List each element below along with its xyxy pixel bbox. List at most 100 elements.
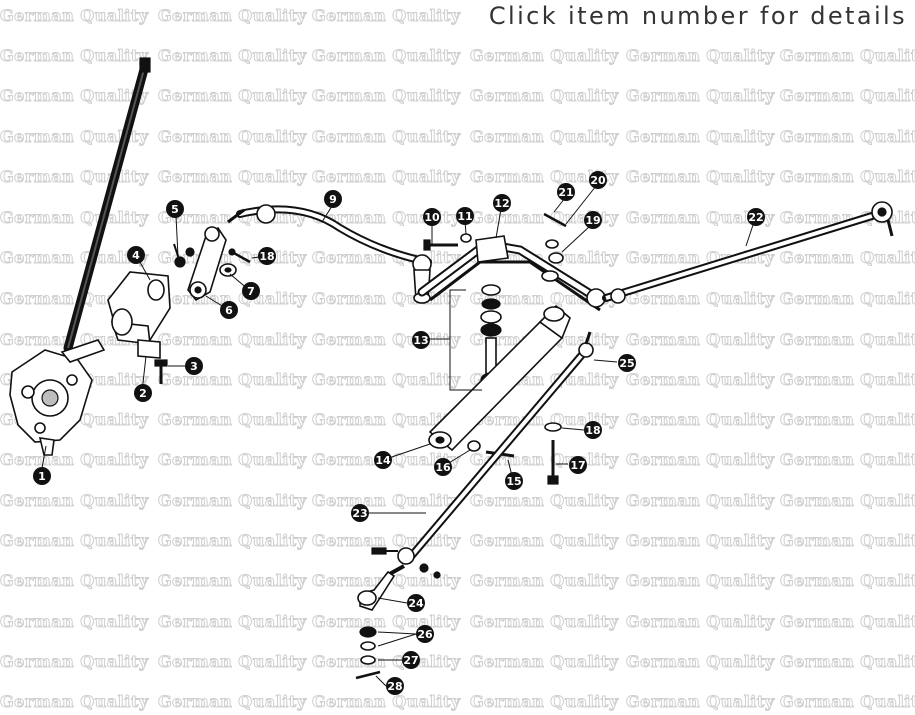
center-link-assembly	[417, 235, 606, 312]
callout-label: 21	[558, 186, 573, 199]
watermark-text: German Quality	[158, 46, 307, 66]
leader-lines	[41, 185, 755, 687]
callout-label: 1	[38, 470, 46, 483]
callout-item-7[interactable]: 7	[242, 282, 260, 300]
watermark-text: German Quality	[158, 330, 307, 350]
callout-label: 25	[619, 357, 634, 370]
callout-item-20[interactable]: 20	[589, 171, 607, 189]
callout-item-21[interactable]: 21	[557, 183, 575, 201]
callout-label: 20	[590, 174, 606, 187]
watermark-text: German Quality	[626, 370, 775, 390]
callout-label: 13	[413, 334, 428, 347]
watermark-text: German Quality	[780, 450, 915, 470]
watermark-text: German Quality	[470, 491, 619, 511]
callout-item-2[interactable]: 2	[134, 384, 152, 402]
callout-item-1[interactable]: 1	[33, 467, 51, 485]
callout-label: 28	[387, 680, 402, 693]
callout-item-18-left[interactable]: 18	[258, 247, 276, 265]
watermark-text: German Quality	[312, 46, 461, 66]
relay-rod	[404, 331, 594, 564]
watermark-text: German Quality	[0, 491, 149, 511]
watermark-text: German Quality	[158, 167, 307, 187]
callout-item-16[interactable]: 16	[434, 458, 452, 476]
callout-item-12[interactable]: 12	[493, 194, 511, 212]
watermark-text: German Quality	[780, 612, 915, 632]
callout-item-6[interactable]: 6	[220, 301, 238, 319]
watermark-text: German Quality	[0, 248, 149, 268]
callout-item-25[interactable]: 25	[618, 354, 636, 372]
callout-item-19[interactable]: 19	[584, 211, 602, 229]
watermark-text: German Quality	[0, 652, 149, 672]
watermark-text: German Quality	[0, 450, 149, 470]
callout-item-10[interactable]: 10	[423, 208, 441, 226]
callout-item-23[interactable]: 23	[351, 504, 369, 522]
watermark-text: German Quality	[626, 289, 775, 309]
watermark-text: German Quality	[470, 571, 619, 591]
callout-label: 22	[748, 211, 763, 224]
bolts-item-5	[173, 243, 195, 268]
lower-ball-joint-assembly	[355, 547, 441, 680]
bolt-near-18-left	[228, 248, 251, 264]
watermark-text: German Quality	[158, 612, 307, 632]
washer-item-16	[467, 440, 481, 452]
watermark-text: German Quality	[158, 531, 307, 551]
watermark-text: German Quality	[780, 248, 915, 268]
watermark-text: German Quality	[158, 410, 307, 430]
watermark-text: German Quality	[0, 127, 149, 147]
callout-label: 19	[585, 214, 600, 227]
callout-item-9[interactable]: 9	[324, 190, 342, 208]
steering-damper	[428, 304, 571, 452]
watermark-text: German Quality	[312, 208, 461, 228]
watermark-text: German Quality	[626, 571, 775, 591]
callout-item-14[interactable]: 14	[374, 451, 392, 469]
watermark-text: German Quality	[780, 370, 915, 390]
callout-item-17[interactable]: 17	[569, 456, 587, 474]
watermark-text: German Quality	[780, 531, 915, 551]
watermark-text: German Quality	[626, 692, 775, 712]
watermark-text: German Quality	[312, 6, 461, 26]
callout-label: 9	[329, 193, 337, 206]
callout-item-13[interactable]: 13	[412, 331, 430, 349]
callout-label: 18	[585, 424, 600, 437]
watermark-text: German Quality	[470, 127, 619, 147]
callout-label: 10	[424, 211, 440, 224]
callout-item-26[interactable]: 26	[416, 625, 434, 643]
watermark-text: German Quality	[0, 86, 149, 106]
watermark-text: German Quality	[0, 46, 149, 66]
watermark-text: German Quality	[470, 531, 619, 551]
callout-item-15[interactable]: 15	[505, 472, 523, 490]
nut-item-7	[219, 263, 237, 277]
callout-label: 26	[417, 628, 433, 641]
bolt-item-17	[544, 422, 562, 485]
callout-item-18-right[interactable]: 18	[584, 421, 602, 439]
callout-item-27[interactable]: 27	[402, 651, 420, 669]
watermark-text: German Quality	[470, 208, 619, 228]
callout-label: 6	[225, 304, 233, 317]
bolt-item-10	[423, 239, 458, 251]
watermark-text: German Quality	[158, 86, 307, 106]
callout-item-24[interactable]: 24	[407, 594, 425, 612]
callout-item-11[interactable]: 11	[456, 207, 474, 225]
callout-item-5[interactable]: 5	[166, 200, 184, 218]
callout-item-4[interactable]: 4	[127, 246, 145, 264]
watermark-text: German Quality	[158, 127, 307, 147]
watermark-text: German Quality	[626, 330, 775, 350]
callout-item-3[interactable]: 3	[185, 357, 203, 375]
watermark-text: German Quality	[626, 86, 775, 106]
callout-label: 14	[375, 454, 391, 467]
steering-column-shaft	[63, 57, 151, 353]
watermark-text: German Quality	[780, 491, 915, 511]
drop-arm	[187, 226, 227, 302]
callout-item-22[interactable]: 22	[747, 208, 765, 226]
watermark-text: German Quality	[470, 652, 619, 672]
callout-item-28[interactable]: 28	[386, 677, 404, 695]
watermark-text: German Quality	[626, 127, 775, 147]
watermark-text: German Quality	[470, 612, 619, 632]
watermark-text: German Quality	[470, 86, 619, 106]
watermark-text: German Quality	[780, 571, 915, 591]
watermark-text: German Quality	[470, 167, 619, 187]
callout-label: 5	[171, 203, 179, 216]
mounting-bracket	[107, 271, 171, 359]
